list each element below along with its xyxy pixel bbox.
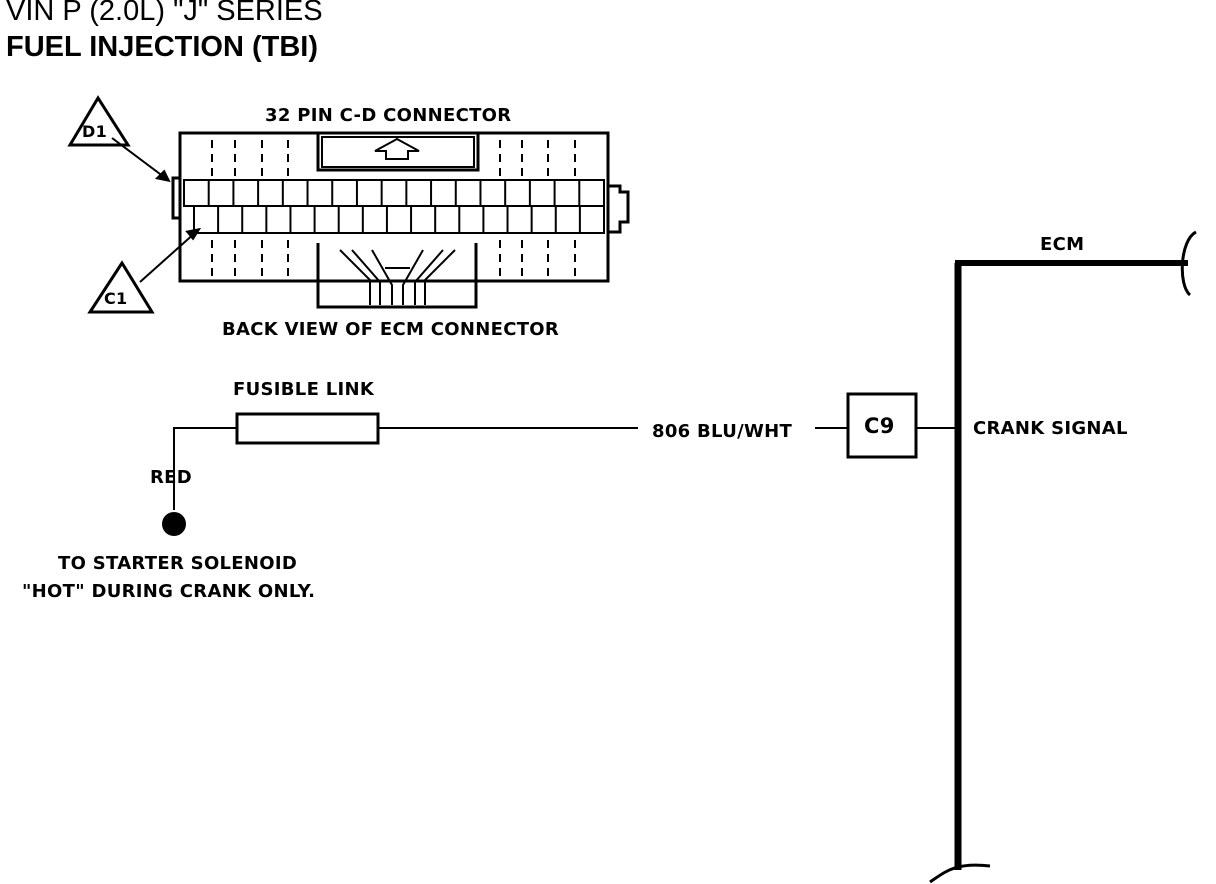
diagram-title-line1: VIN P (2.0L) "J" SERIES: [6, 0, 323, 27]
d1-callout: [67, 95, 171, 183]
pin-c1-label: C1: [104, 289, 128, 308]
connector-caption: BACK VIEW OF ECM CONNECTOR: [222, 319, 560, 340]
red-wire: [173, 427, 237, 510]
ecm-break-right: [1180, 230, 1197, 297]
connector-left-ear: [171, 176, 180, 220]
pin-d1-label: D1: [82, 122, 108, 141]
source-color-label: RED: [150, 467, 192, 488]
source-note-line1: TO STARTER SOLENOID: [58, 553, 298, 574]
arrow-up-icon: [374, 137, 420, 160]
connector-key-frame: [316, 133, 480, 172]
connector-name: 32 PIN C-D CONNECTOR: [265, 105, 512, 126]
wire-label: 806 BLU/WHT: [652, 421, 793, 442]
crank-signal-label: CRANK SIGNAL: [973, 418, 1128, 439]
diagram-title-line2: FUEL INJECTION (TBI): [6, 31, 319, 63]
fusible-link-label: FUSIBLE LINK: [233, 379, 375, 400]
d1-triangle: [67, 95, 131, 147]
starter-solenoid-terminal-icon: [162, 512, 186, 536]
pin-c9-label: C9: [864, 414, 895, 438]
c1-callout: [87, 227, 202, 314]
ecm-break-bottom: [929, 863, 991, 884]
c9-pin-box: [846, 392, 918, 459]
connector-wire-tray: [316, 243, 478, 309]
source-note-line2: "HOT" DURING CRANK ONLY.: [22, 581, 316, 602]
connector-housing: [178, 131, 610, 283]
ecm-connector-drawing: [171, 131, 630, 309]
ecm-label: ECM: [1040, 234, 1085, 255]
c1-triangle: [87, 260, 155, 314]
connector-right-latch: [608, 184, 630, 234]
circuit-wiring: [173, 230, 1197, 884]
fusible-link-element: [235, 412, 380, 445]
